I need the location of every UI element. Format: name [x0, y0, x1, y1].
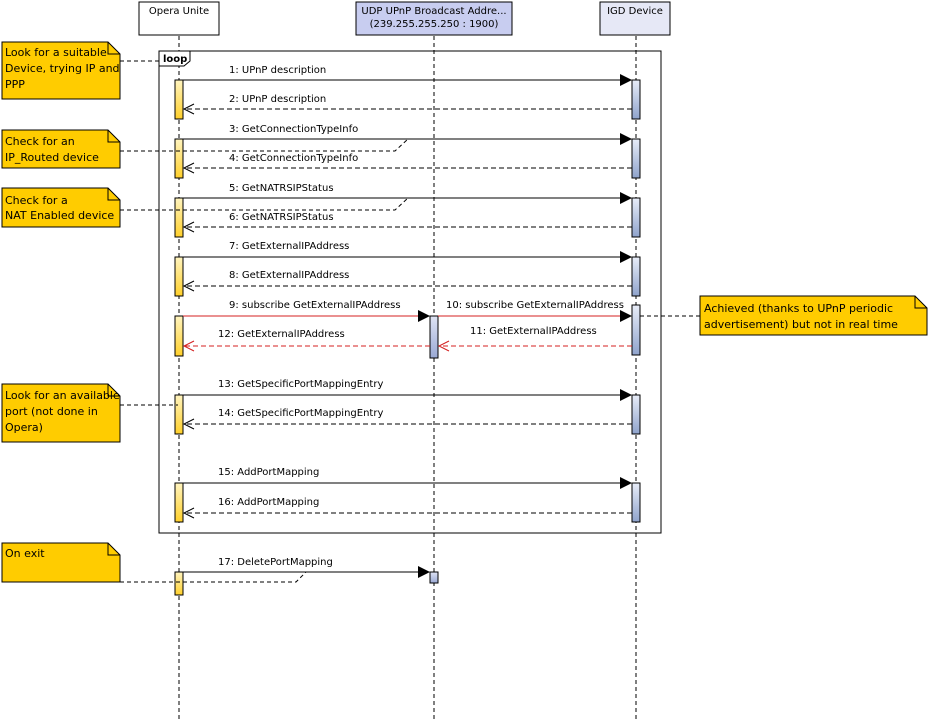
message-8-label: 8: GetExternalIPAddress: [229, 270, 349, 281]
participant-igd-label: IGD Device: [607, 6, 663, 17]
activation-opera-4: [174, 256, 184, 297]
message-9[interactable]: 9: subscribe GetExternalIPAddress: [183, 300, 430, 322]
note-1: Look for a suitable Device, trying IP an…: [1, 41, 121, 100]
note-4-line-1: Look for an available: [5, 389, 120, 402]
note-5-line-1: On exit: [5, 547, 45, 560]
note-6-line-1: Achieved (thanks to UPnP periodic: [704, 302, 893, 315]
activation-opera-3: [174, 197, 184, 238]
message-4[interactable]: 4: GetConnectionTypeInfo: [182, 153, 632, 174]
note-4-line-3: Opera): [5, 421, 43, 434]
message-10[interactable]: 10: subscribe GetExternalIPAddress: [438, 300, 632, 322]
note-5: On exit: [1, 542, 121, 583]
message-12[interactable]: 12: GetExternalIPAddress: [182, 329, 430, 352]
note-1-line-2: Device, trying IP and: [5, 62, 120, 75]
activation-opera-2: [174, 138, 184, 179]
note-4-line-2: port (not done in: [5, 405, 98, 418]
message-10-label: 10: subscribe GetExternalIPAddress: [446, 300, 624, 311]
participant-udp-sublabel: (239.255.255.250 : 1900): [370, 19, 499, 30]
activations: [174, 79, 641, 596]
message-3-label: 3: GetConnectionTypeInfo: [229, 124, 358, 135]
message-11[interactable]: 11: GetExternalIPAddress: [437, 326, 632, 352]
activation-opera-8: [174, 571, 184, 596]
loop-fragment: loop: [158, 50, 662, 534]
note-3: Check for a NAT Enabled device: [1, 187, 121, 228]
message-16-label: 16: AddPortMapping: [218, 497, 319, 508]
message-5[interactable]: 5: GetNATRSIPStatus: [183, 183, 632, 204]
note-2: Check for an IP_Routed device: [1, 129, 121, 169]
activation-udp-1: [429, 315, 439, 359]
message-11-label: 11: GetExternalIPAddress: [470, 326, 597, 337]
message-14-label: 14: GetSpecificPortMappingEntry: [218, 408, 383, 419]
message-13-label: 13: GetSpecificPortMappingEntry: [218, 379, 383, 390]
participant-opera[interactable]: Opera Unite: [138, 1, 220, 36]
activation-opera-5: [174, 315, 184, 357]
message-7-label: 7: GetExternalIPAddress: [229, 241, 349, 252]
message-2-label: 2: UPnP description: [229, 94, 326, 105]
activation-igd-3: [631, 197, 641, 238]
participant-udp[interactable]: UDP UPnP Broadcast Addre... (239.255.255…: [355, 1, 513, 36]
message-17[interactable]: 17: DeletePortMapping: [183, 557, 430, 578]
activation-igd-6: [631, 394, 641, 435]
message-12-label: 12: GetExternalIPAddress: [218, 329, 345, 340]
activation-igd-4: [631, 256, 641, 297]
message-8[interactable]: 8: GetExternalIPAddress: [182, 270, 632, 292]
note-6-line-2: advertisement) but not in real time: [704, 318, 898, 331]
note-2-line-2: IP_Routed device: [5, 151, 99, 164]
note-2-line-1: Check for an: [5, 135, 75, 148]
loop-label: loop: [163, 54, 187, 65]
activation-opera-1: [174, 79, 184, 120]
participant-opera-label: Opera Unite: [149, 6, 209, 17]
message-6-label: 6: GetNATRSIPStatus: [229, 212, 334, 223]
message-9-label: 9: subscribe GetExternalIPAddress: [229, 300, 401, 311]
note-1-line-3: PPP: [5, 78, 25, 91]
participant-igd[interactable]: IGD Device: [599, 1, 671, 36]
message-2[interactable]: 2: UPnP description: [182, 94, 632, 115]
activation-udp-2: [429, 571, 439, 584]
participant-udp-label: UDP UPnP Broadcast Addre...: [361, 6, 506, 17]
message-14[interactable]: 14: GetSpecificPortMappingEntry: [182, 408, 632, 430]
message-17-label: 17: DeletePortMapping: [218, 557, 333, 568]
note-connectors: [120, 60, 700, 583]
message-1-label: 1: UPnP description: [229, 65, 326, 76]
message-4-label: 4: GetConnectionTypeInfo: [229, 153, 358, 164]
note-6: Achieved (thanks to UPnP periodic advert…: [699, 295, 928, 336]
activation-igd-2: [631, 138, 641, 179]
messages: 1: UPnP description 2: UPnP description …: [182, 65, 632, 578]
note-1-line-1: Look for a suitable: [5, 46, 107, 59]
note-3-line-2: NAT Enabled device: [5, 209, 114, 222]
activation-igd-1: [631, 79, 641, 120]
message-5-label: 5: GetNATRSIPStatus: [229, 183, 334, 194]
activation-igd-5: [631, 304, 641, 356]
message-15[interactable]: 15: AddPortMapping: [183, 467, 632, 489]
message-13[interactable]: 13: GetSpecificPortMappingEntry: [183, 379, 632, 401]
message-3[interactable]: 3: GetConnectionTypeInfo: [183, 124, 632, 145]
message-16[interactable]: 16: AddPortMapping: [182, 497, 632, 519]
activation-opera-6: [174, 394, 184, 435]
message-6[interactable]: 6: GetNATRSIPStatus: [182, 212, 632, 233]
message-7[interactable]: 7: GetExternalIPAddress: [183, 241, 632, 263]
activation-igd-7: [631, 482, 641, 523]
activation-opera-7: [174, 482, 184, 523]
message-1[interactable]: 1: UPnP description: [183, 65, 632, 86]
message-15-label: 15: AddPortMapping: [218, 467, 319, 478]
note-3-line-1: Check for a: [5, 194, 68, 207]
note-4: Look for an available port (not done in …: [1, 383, 121, 443]
